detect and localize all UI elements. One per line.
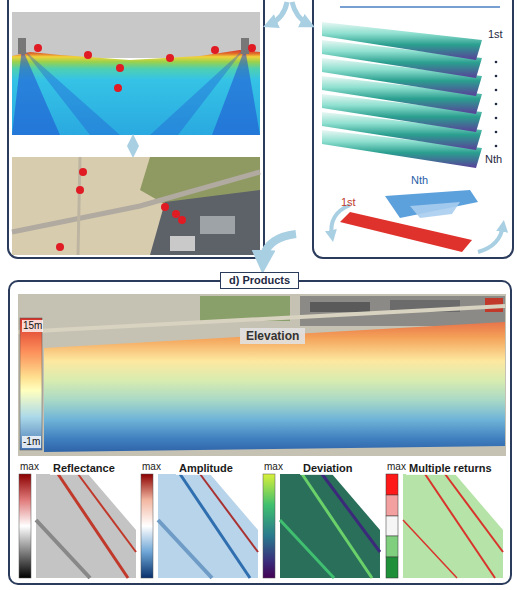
reflectance-map: Reflectance [18, 460, 136, 580]
nth-strip [385, 190, 478, 218]
scale-max: max [263, 461, 284, 473]
scale-value: -1m [22, 436, 41, 448]
map-title: Reflectance [50, 462, 118, 475]
colorbar [141, 474, 153, 578]
rotate-arrow [331, 205, 350, 236]
map-title: Amplitude [176, 462, 236, 475]
streak [36, 520, 90, 578]
streak [200, 474, 258, 552]
scanner-tower [241, 38, 249, 54]
flow-arrow [292, 2, 308, 24]
scan-ray [22, 48, 120, 135]
flow-arrow [270, 2, 287, 24]
buildings [150, 190, 260, 255]
control-point [172, 210, 180, 218]
control-point [79, 168, 87, 176]
roof [170, 236, 195, 251]
map-title: Deviation [300, 462, 356, 475]
strip-label: 1st [487, 28, 504, 41]
colorbar-block [386, 516, 398, 536]
aerial-photo [12, 157, 260, 255]
elevation-map: Elevation [18, 294, 505, 454]
control-point [116, 64, 124, 72]
building-row [310, 302, 370, 312]
scale-value: 15m [22, 320, 43, 332]
colorbar-block [386, 495, 398, 516]
control-point [161, 203, 169, 211]
scan-ray [150, 48, 245, 135]
returns-image [403, 474, 503, 578]
reflectance-image [36, 474, 136, 578]
control-point [178, 216, 186, 224]
double-arrow [131, 140, 135, 152]
deviation-map: Deviation [262, 460, 380, 580]
dot [495, 61, 498, 64]
control-point [84, 51, 92, 59]
colorbar-block [386, 536, 398, 557]
amplitude-image [158, 474, 258, 578]
control-point [76, 186, 84, 194]
deviation-image [280, 474, 380, 578]
ellipsis-dots [495, 61, 498, 148]
scan-strips [322, 22, 482, 168]
colorbar [386, 474, 398, 578]
dot [495, 131, 498, 134]
dot [495, 145, 498, 148]
map-title: Multiple returns [406, 462, 495, 475]
control-point [34, 44, 42, 52]
scan-ray [212, 48, 260, 135]
streak [322, 474, 380, 552]
streak [280, 520, 334, 578]
control-point [248, 44, 256, 52]
scan-strip [322, 22, 482, 60]
control-point [166, 54, 174, 62]
overlap [410, 202, 460, 218]
streak [403, 520, 457, 578]
elevation-colorbar [20, 318, 42, 450]
dot [495, 103, 498, 106]
control-points [56, 168, 186, 251]
dot [495, 117, 498, 120]
strip-label: Nth [410, 174, 429, 187]
strips-panel [313, 0, 513, 258]
colorbar-block [386, 474, 398, 495]
panel-heading: d) Products [220, 272, 299, 289]
products-panel: d) ProductsElevationReflectanceAmplitude… [8, 280, 512, 585]
first-strip [340, 212, 472, 252]
strip-label: 1st [340, 196, 357, 209]
control-point [56, 243, 64, 251]
map-title: Elevation [240, 328, 305, 344]
rotate-arrow [478, 226, 503, 252]
streak [158, 520, 212, 578]
scale-max: max [19, 461, 40, 473]
control-point [114, 84, 122, 92]
amplitude-map: Amplitude [140, 460, 258, 580]
colorbar [19, 474, 31, 578]
dot [495, 89, 498, 92]
input-panel [8, 0, 264, 258]
dot [495, 75, 498, 78]
colorbar-block [386, 557, 398, 578]
control-point [211, 46, 219, 54]
streak [78, 474, 136, 552]
scale-max: max [386, 461, 407, 473]
roof [200, 216, 235, 234]
profile-sky [12, 12, 260, 58]
control-points [34, 44, 256, 92]
products-ground [9, 281, 511, 584]
aerial-ground [18, 294, 506, 456]
strip-label: Nth [484, 153, 503, 166]
flow-arrow [263, 234, 296, 262]
returns-map: Multiple returns [385, 460, 503, 580]
elevation-surface [44, 322, 505, 452]
panel-rule [340, 6, 500, 8]
scale-max: max [141, 461, 162, 473]
streak [445, 474, 503, 552]
colorbar [263, 474, 275, 578]
scanner-tower [18, 38, 26, 54]
